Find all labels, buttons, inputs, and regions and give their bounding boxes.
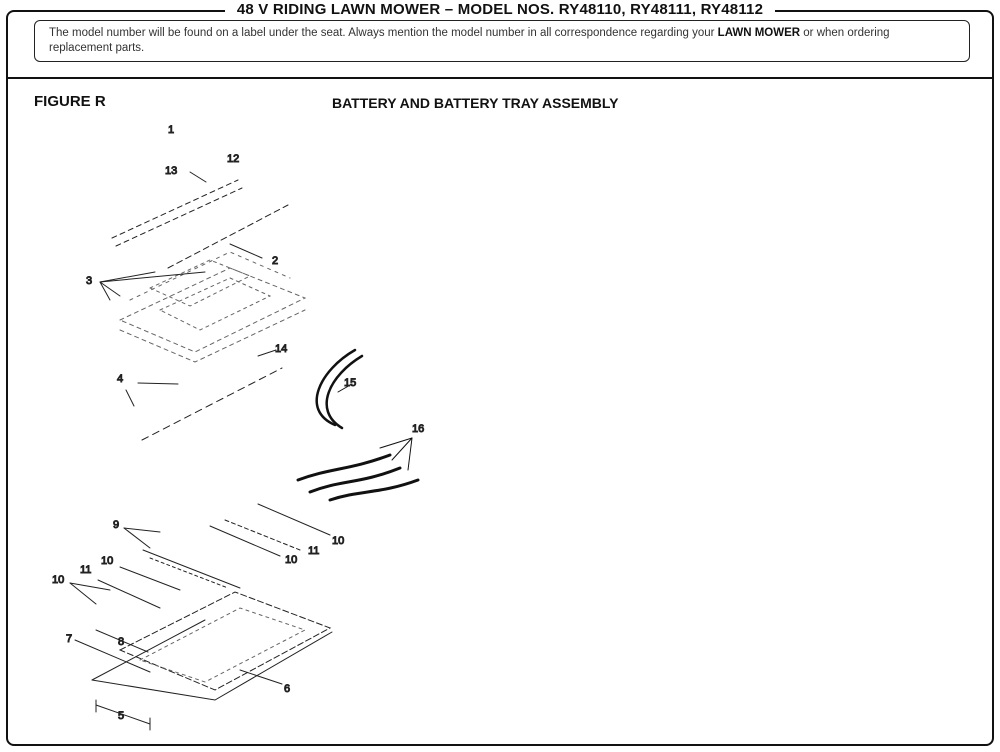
notice-emphasis: LAWN MOWER [717, 27, 801, 39]
notice-text-after: or when ordering replacement parts. [49, 27, 890, 54]
model-number-notice: The model number will be found on a labe… [34, 20, 970, 62]
callout-7: 7 [66, 633, 72, 645]
header: 48 V RIDING LAWN MOWER – MODEL NOS. RY48… [0, 0, 1000, 20]
callout-6: 6 [284, 683, 290, 695]
part-battery-bank [99, 251, 307, 363]
figure-label: FIGURE R [34, 93, 106, 110]
callout-10-a: 10 [332, 535, 344, 547]
part-battery-cables [296, 437, 420, 502]
callout-11-b: 11 [80, 564, 91, 576]
callout-2: 2 [272, 255, 278, 267]
page-title: 48 V RIDING LAWN MOWER – MODEL NOS. RY48… [224, 1, 776, 18]
part-battery-tray [91, 591, 333, 701]
callout-13: 13 [165, 165, 177, 177]
part-cover-bar [111, 171, 243, 247]
callout-1: 1 [168, 124, 174, 136]
part-cable [315, 348, 364, 430]
callout-15: 15 [344, 377, 356, 389]
callout-5: 5 [118, 710, 124, 722]
callout-16: 16 [412, 423, 424, 435]
callout-9: 9 [113, 519, 119, 531]
figure-title: BATTERY AND BATTERY TRAY ASSEMBLY [332, 95, 619, 111]
callout-3: 3 [86, 275, 92, 287]
callout-4: 4 [117, 373, 123, 385]
callout-10-d: 10 [52, 574, 64, 586]
notice-text-before: The model number will be found on a labe… [49, 27, 718, 39]
callout-10-b: 10 [285, 554, 297, 566]
header-divider [6, 77, 994, 79]
part-rod [167, 204, 289, 269]
part-brackets-bolts [69, 503, 331, 609]
callout-10-c: 10 [101, 555, 113, 567]
callout-11-a: 11 [308, 545, 319, 557]
callout-14: 14 [275, 343, 287, 355]
part-tray-hardware [74, 629, 151, 731]
callout-8: 8 [118, 636, 124, 648]
part-strap-rods [125, 349, 283, 441]
callout-12: 12 [227, 153, 239, 165]
